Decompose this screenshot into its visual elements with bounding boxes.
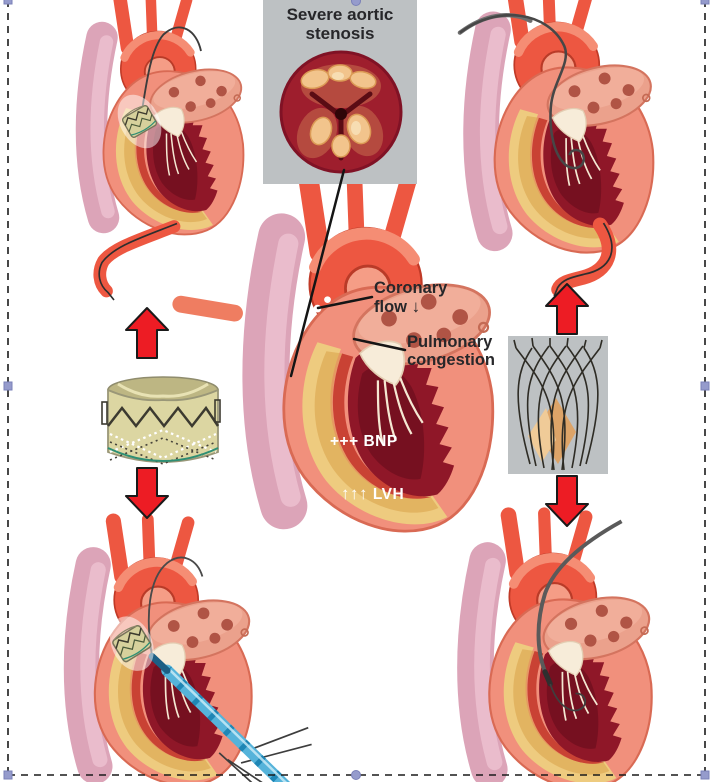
stenotic-valve-icon [279, 50, 403, 174]
balloon-expandable-valve-icon [101, 376, 221, 465]
selection-handle-bottom-right[interactable] [700, 770, 710, 780]
lvh-text: LVH [372, 486, 405, 503]
heart-bottom-right-illustration [475, 513, 655, 782]
red-up-arrow-left-icon [125, 307, 169, 359]
selection-handle-top-left[interactable] [3, 0, 13, 5]
selection-handle-right[interactable] [700, 381, 710, 391]
lvh-label: ↑↑↑ LVH [341, 484, 404, 503]
coronary-flow-label: Coronary flow ↓ [374, 279, 476, 317]
heart-top-right-illustration [457, 0, 657, 297]
up-arrows-glyph: ↑↑↑ [341, 484, 368, 503]
heart-center-illustration [172, 176, 498, 531]
severe-aortic-stenosis-callout [263, 0, 417, 184]
severe-aortic-stenosis-label: Severe aortic stenosis [286, 5, 394, 44]
red-down-arrow-left-icon [125, 467, 169, 519]
heart-bottom-left-illustration [81, 519, 312, 782]
pulmonary-congestion-label: Pulmonary congestion [407, 333, 496, 370]
down-arrow-glyph: ↓ [411, 297, 421, 317]
selection-handle-top-center[interactable] [351, 0, 361, 6]
self-expanding-valve-icon [508, 336, 608, 474]
selection-handle-left[interactable] [3, 381, 13, 391]
selection-handle-bottom-center[interactable] [351, 770, 361, 780]
heart-top-left-illustration [92, 0, 247, 301]
bnp-label: +++ BNP [330, 433, 398, 450]
leader-lines [289, 168, 407, 378]
selection-handle-top-right[interactable] [700, 0, 710, 5]
coronary-flow-text: Coronary flow [374, 279, 448, 317]
selection-handle-bottom-left[interactable] [3, 770, 13, 780]
